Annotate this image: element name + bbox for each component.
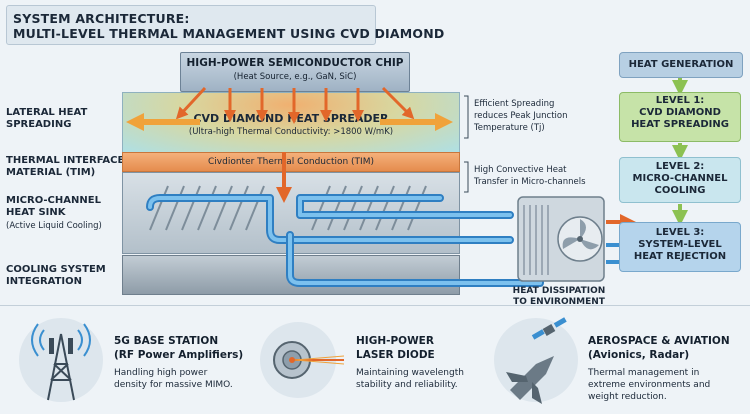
title-box: SYSTEM ARCHITECTURE: MULTI-LEVEL THERMAL… xyxy=(6,5,444,45)
label-cooling-2: INTEGRATION xyxy=(6,276,83,287)
level-1-box: LEVEL 1: CVD DIAMOND HEAT SPREADING xyxy=(619,92,741,142)
dissipation-line-2: TO ENVIRONMENT xyxy=(513,297,605,307)
laser-desc-2: stability and reliability. xyxy=(356,380,458,390)
base-station-desc-2: density for massive MIMO. xyxy=(114,380,233,390)
level-2-line-a: LEVEL 2: xyxy=(655,161,705,172)
coolant-loop xyxy=(146,194,544,287)
level-1-line-b: CVD DIAMOND xyxy=(639,107,721,118)
laser-diode-icon xyxy=(260,322,345,398)
level-2-box: LEVEL 2: MICRO-CHANNEL COOLING xyxy=(619,157,741,203)
chip-title: HIGH-POWER SEMICONDUCTOR CHIP xyxy=(186,57,404,69)
note-spreading-3: Temperature (Tj) xyxy=(474,123,545,133)
fighter-jet-icon xyxy=(506,356,554,404)
jet-satellite-icon xyxy=(494,317,578,404)
aerospace-desc-1: Thermal management in xyxy=(588,368,700,378)
level-3-line-a: LEVEL 3: xyxy=(655,227,705,238)
section-divider xyxy=(0,305,750,306)
label-micro-sub: (Active Liquid Cooling) xyxy=(6,221,102,231)
semiconductor-chip: HIGH-POWER SEMICONDUCTOR CHIP (Heat Sour… xyxy=(180,52,410,92)
cell-tower-icon xyxy=(19,318,103,402)
label-micro-2: HEAT SINK xyxy=(6,207,66,218)
laser-title-1: HIGH-POWER xyxy=(356,335,434,347)
laser-desc-1: Maintaining wavelength xyxy=(356,368,464,378)
downward-heat-arrows xyxy=(175,86,415,124)
base-station-desc-1: Handling high power xyxy=(114,368,208,378)
level-3-box: LEVEL 3: SYSTEM-LEVEL HEAT REJECTION xyxy=(619,222,741,272)
level-2-line-b: MICRO-CHANNEL xyxy=(632,173,728,184)
level-3-line-c: HEAT REJECTION xyxy=(633,251,727,262)
aerospace-desc-2: extreme environments and xyxy=(588,380,711,390)
level-2-line-c: COOLING xyxy=(654,185,706,196)
level-1-line-c: HEAT SPREADING xyxy=(631,119,729,130)
level-heat-generation: HEAT GENERATION xyxy=(619,52,743,78)
note-spreading-2: reduces Peak Junction xyxy=(474,111,568,121)
note-brackets xyxy=(464,95,469,193)
radiator-fan-icon xyxy=(517,196,605,282)
note-convective-2: Transfer in Micro-channels xyxy=(474,177,586,187)
satellite-icon xyxy=(531,317,567,340)
title-line-2: MULTI-LEVEL THERMAL MANAGEMENT USING CVD… xyxy=(13,26,445,41)
aerospace-title-2: (Avionics, Radar) xyxy=(588,349,690,361)
label-lateral-1: LATERAL HEAT xyxy=(6,107,88,118)
aerospace-desc-3: weight reduction. xyxy=(588,392,667,402)
level-1-line-a: LEVEL 1: xyxy=(655,95,705,106)
dissipation-line-1: HEAT DISSIPATION xyxy=(512,286,606,296)
base-station-title-2: (RF Power Amplifiers) xyxy=(114,349,244,361)
chip-subtitle: (Heat Source, e.g., GaN, SiC) xyxy=(233,72,357,82)
heat-dissipation-label: HEAT DISSIPATION TO ENVIRONMENT xyxy=(504,286,614,308)
label-micro-1: MICRO-CHANNEL xyxy=(6,195,101,206)
tim-layer: Civdionter Thermal Conduction (TIM) xyxy=(122,152,460,172)
label-tim-1: THERMAL INTERFACE xyxy=(6,155,125,166)
note-spreading-1: Efficient Spreading xyxy=(474,99,555,109)
label-lateral-2: SPREADING xyxy=(6,119,72,130)
level-3-line-b: SYSTEM-LEVEL xyxy=(638,239,722,250)
spreader-subtitle: (Ultra-high Thermal Conductivity: >1800 … xyxy=(188,127,394,137)
label-tim-2: MATERIAL (TIM) xyxy=(6,167,96,178)
aerospace-title-1: AEROSPACE & AVIATION xyxy=(588,335,730,347)
label-cooling-1: COOLING SYSTEM xyxy=(6,264,106,275)
title-line-1: SYSTEM ARCHITECTURE: xyxy=(13,11,190,26)
laser-title-2: LASER DIODE xyxy=(356,349,435,361)
heat-sink-fins xyxy=(149,185,427,231)
note-convective-1: High Convective Heat xyxy=(474,165,567,175)
base-station-title-1: 5G BASE STATION xyxy=(114,335,219,347)
diagram-graphics xyxy=(126,77,688,287)
